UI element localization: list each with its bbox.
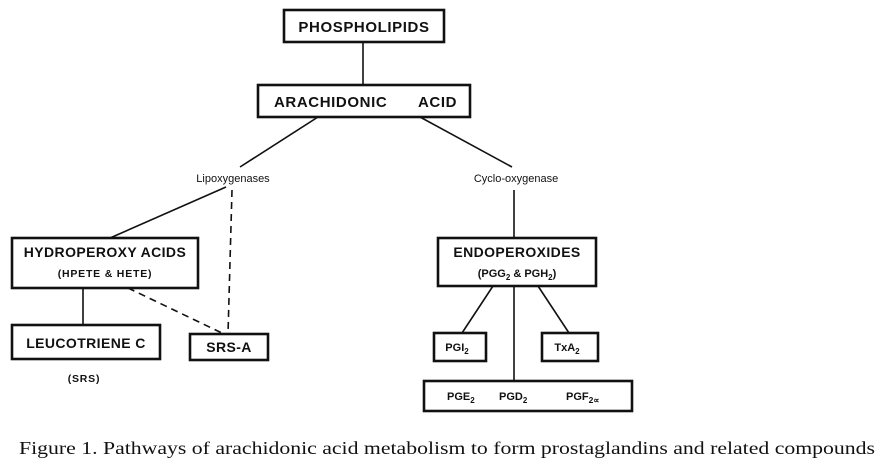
txa2-base: TxA [554, 342, 575, 354]
pge2-label: PGE2 [447, 391, 475, 405]
endoperoxides-sublabel: (PGG2 & PGH2) [478, 268, 557, 282]
figure-caption: Figure 1. Pathways of arachidonic acid m… [19, 438, 875, 458]
leucotriene-label: LEUCOTRIENE C [26, 335, 146, 351]
edge-hydroperoxy-srsa-dashed [127, 287, 225, 335]
srs-a-label: SRS-A [206, 339, 252, 355]
pgd2-sub: 2 [523, 396, 528, 405]
hydroperoxy-label: HYDROPEROXY ACIDS [24, 244, 186, 260]
edge-lipoxygenases-srsa-dashed [227, 189, 233, 335]
txa2-label: TxA2 [554, 342, 580, 356]
enzyme-lipoxygenases-label: Lipoxygenases [196, 173, 270, 185]
txa2-sub: 2 [575, 347, 580, 356]
pgi2-base: PGI [445, 342, 464, 354]
edge-endoperoxides-txa2 [537, 285, 570, 334]
endoperoxides-label: ENDOPEROXIDES [453, 244, 580, 260]
node-arachidonic-acid: ARACHIDONIC ACID [256, 83, 472, 119]
pgf2a-sub: 2∝ [589, 395, 600, 405]
node-endoperoxides: ENDOPEROXIDES (PGG2 & PGH2) [436, 236, 598, 288]
node-leucotriene-c: LEUCOTRIENE C [10, 323, 162, 361]
endo-sub-open: (PGG [478, 268, 506, 280]
edge-lipoxygenases-hydroperoxy [109, 186, 227, 239]
pgf2a-base: PGF [566, 391, 589, 403]
phospholipids-label: PHOSPHOLIPIDS [298, 19, 429, 36]
edge-endoperoxides-pgi2 [461, 285, 494, 334]
pgi2-sub: 2 [464, 347, 469, 356]
pgd2-base: PGD [499, 391, 523, 403]
pgf2a-label: PGF2∝ [566, 391, 599, 405]
node-phospholipids: PHOSPHOLIPIDS [282, 8, 446, 44]
node-hydroperoxy-acids: HYDROPEROXY ACIDS (HPETE & HETE) [10, 236, 200, 290]
enzyme-cyclooxygenase-label: Cyclo-oxygenase [474, 173, 558, 185]
node-srs-a: SRS-A [188, 332, 270, 362]
hydroperoxy-sublabel: (HPETE & HETE) [58, 268, 153, 280]
arachidonic-label-word1: ARACHIDONIC [274, 94, 387, 111]
endo-sub-close: ) [553, 268, 557, 280]
endo-sub-sub2: 2 [548, 273, 553, 282]
arachidonic-label-word2: ACID [418, 94, 457, 111]
pgd2-label: PGD2 [499, 391, 528, 405]
pge2-base: PGE [447, 391, 470, 403]
edge-arachidonic-cyclooxygenase [419, 116, 513, 168]
node-pgi2: PGI2 [432, 331, 488, 363]
endo-sub-mid: & PGH [510, 268, 548, 280]
node-txa2: TxA2 [540, 331, 600, 363]
pge2-sub: 2 [470, 396, 475, 405]
node-prostaglandin-group: PGE2 PGD2 PGF2∝ [422, 379, 634, 413]
pgi2-label: PGI2 [445, 342, 469, 356]
srs-note-label: (SRS) [68, 373, 101, 385]
edge-arachidonic-lipoxygenases [239, 116, 319, 168]
endo-sub-sub1: 2 [506, 273, 511, 282]
